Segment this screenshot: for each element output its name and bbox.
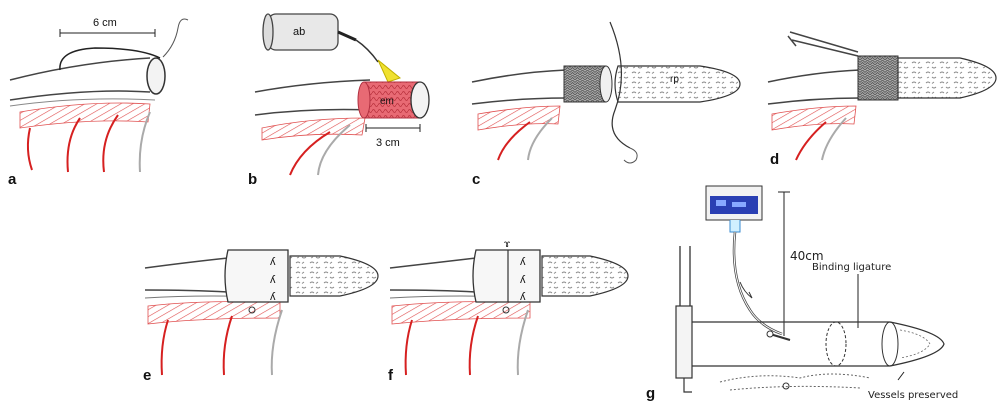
hatched-tissue [20, 103, 150, 128]
panel-letter-b: b [248, 171, 257, 188]
device-label: ab [293, 26, 305, 38]
shaft-outline [390, 258, 476, 268]
vessel [224, 316, 232, 375]
vessel [68, 118, 81, 172]
shaft-outline [145, 258, 228, 268]
shaft-outline [145, 290, 228, 292]
shaft-outline [255, 110, 370, 115]
prosthesis [836, 322, 944, 366]
vessel [498, 122, 530, 160]
vessel [470, 316, 478, 375]
panel-letter-f: f [388, 367, 394, 384]
panel-d: d [768, 32, 996, 168]
vessel [528, 118, 552, 160]
skin-sleeve [225, 250, 288, 302]
prosthesis [898, 58, 996, 98]
vessel [28, 128, 32, 170]
vessels-label: Vessels preserved [868, 390, 958, 401]
vessel [720, 374, 870, 382]
clamp [676, 306, 692, 378]
panel-letter-a: a [8, 171, 17, 188]
needle [163, 19, 188, 57]
panel-letter-d: d [770, 151, 779, 168]
panel-letter-g: g [646, 385, 655, 401]
panel-letter-c: c [472, 171, 480, 188]
needle [624, 148, 637, 163]
graft-dashed [826, 322, 846, 366]
binding-label: Binding ligature [812, 262, 891, 273]
svg-text:ʎ: ʎ [520, 256, 526, 268]
svg-text:ɤ: ɤ [504, 239, 511, 250]
prosthesis [542, 256, 628, 296]
stump-end [411, 82, 429, 118]
panel-g: 40cm Binding ligature Vessels preserved … [646, 186, 958, 401]
measure-label: 3 cm [376, 137, 400, 149]
hatched-tissue [262, 118, 365, 140]
hatched-tissue [478, 106, 560, 130]
panel-a: 6 cm a [8, 17, 188, 188]
svg-text:ʎ: ʎ [520, 274, 526, 286]
knit-graft [858, 56, 898, 100]
measure-label: 6 cm [93, 17, 117, 29]
vessel [272, 310, 282, 375]
shaft-outline [768, 98, 860, 104]
vessel [518, 310, 528, 375]
infusion-tube [734, 232, 782, 334]
shaft-outline [472, 98, 566, 104]
svg-text:ʎ: ʎ [270, 274, 276, 286]
vessel [103, 115, 118, 172]
svg-text:ʎ: ʎ [270, 256, 276, 268]
svg-text:ʎ: ʎ [270, 291, 276, 303]
shaft-outline [472, 70, 566, 82]
tissue-label: rp [670, 74, 679, 85]
shaft-outline [390, 290, 476, 292]
shaft-outline [768, 70, 860, 82]
panel-c: rp c [472, 22, 740, 188]
prosthesis [290, 256, 378, 296]
panel-e: ʎ ʎ ʎ e [143, 250, 378, 384]
panel-f: ʎ ʎ ʎ ɤ f [388, 239, 628, 384]
stump-end [147, 58, 165, 94]
height-label: 40cm [790, 249, 824, 263]
panel-letter-e: e [143, 367, 151, 384]
shaft-outline [10, 58, 150, 80]
vessel [796, 122, 826, 160]
vessel [162, 320, 168, 375]
tissue-label: em [380, 96, 394, 107]
svg-text:ʎ: ʎ [520, 291, 526, 303]
panel-b: ab em 3 cm b [248, 14, 429, 188]
forceps [788, 32, 858, 56]
vessel [406, 320, 412, 375]
spray-cone [378, 60, 400, 82]
shaft-outline [255, 80, 370, 92]
vessel [730, 386, 860, 390]
hatched-tissue [772, 106, 856, 130]
skin-sleeve [473, 250, 540, 302]
